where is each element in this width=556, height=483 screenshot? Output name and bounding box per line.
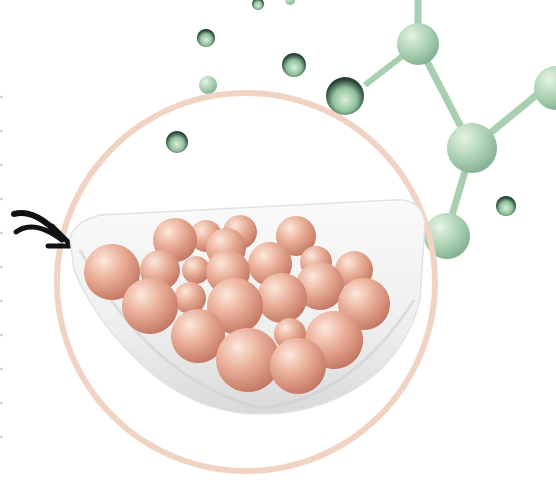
molecule-icon [363, 0, 556, 259]
floating-sphere-icon [166, 0, 516, 216]
highlight-ring [54, 90, 438, 474]
dotted-edge-decoration [0, 80, 3, 460]
bead-pile [84, 215, 390, 394]
